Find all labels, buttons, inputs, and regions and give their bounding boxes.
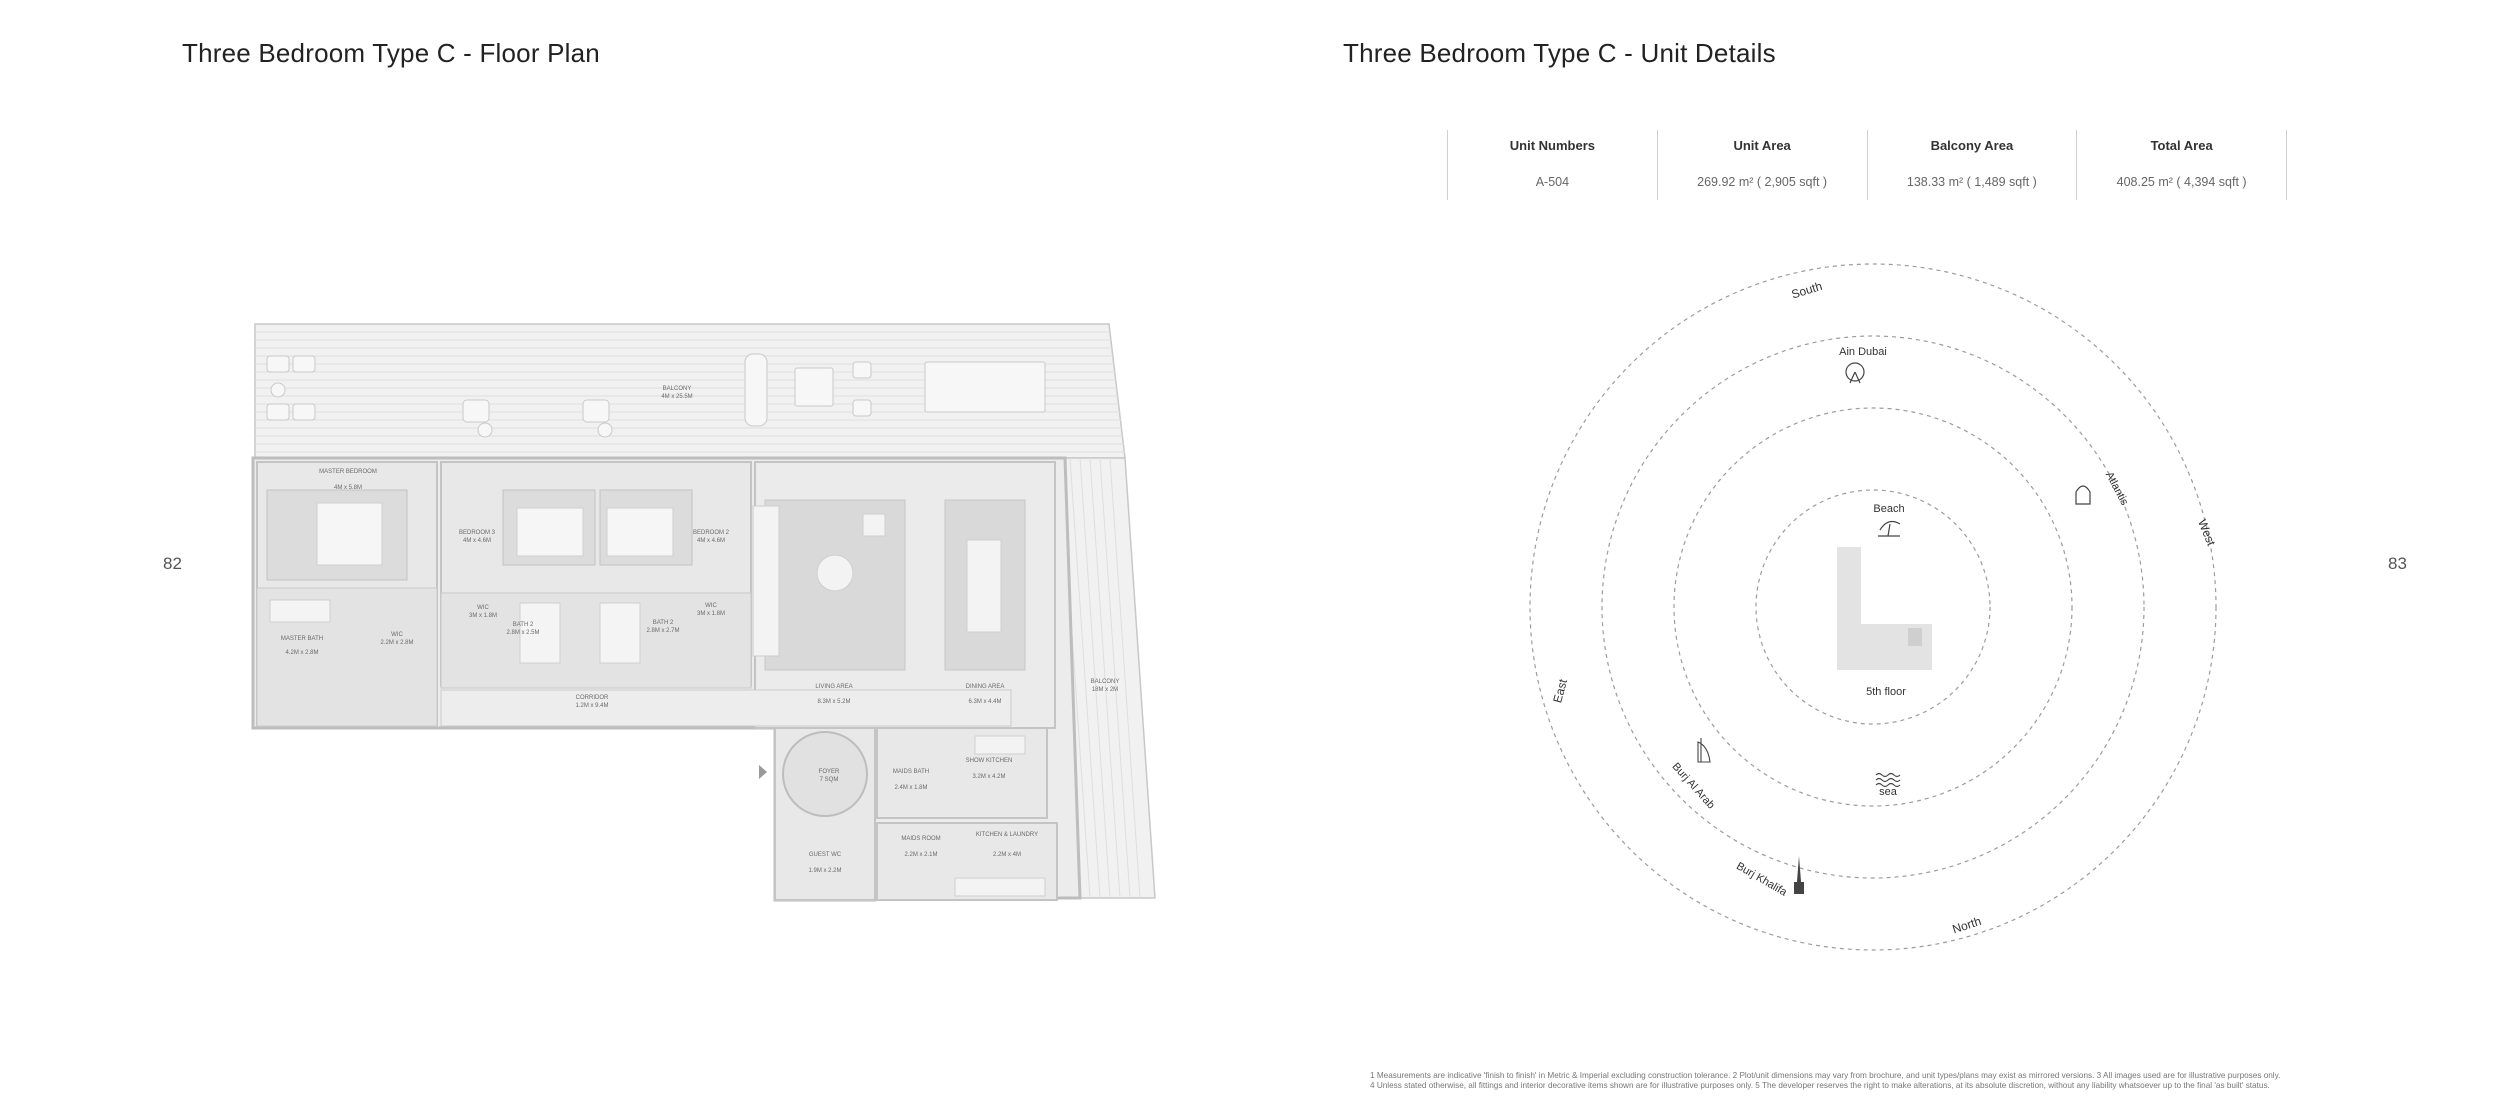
label-west: West [2195, 517, 2218, 548]
header-unit-numbers: Unit Numbers [1509, 138, 1595, 153]
label-burj-al-arab: Burj Al Arab [1670, 761, 1717, 812]
label-corridor: CORRIDOR [576, 695, 609, 701]
building-footprint [1837, 547, 1932, 670]
svg-text:3M x 1.8M: 3M x 1.8M [697, 611, 725, 617]
footnote-line-2: 4 Unless stated otherwise, all fittings … [1370, 1081, 2270, 1090]
beach-icon [1878, 520, 1901, 537]
page-number-left: 82 [163, 554, 182, 573]
label-master-bedroom: MASTER BEDROOM [319, 469, 377, 475]
unit-details-table: Unit Numbers A-504 Unit Area 269.92 m² (… [1447, 130, 2287, 200]
entry-arrow-icon [759, 765, 767, 779]
room-labels: BALCONY 4M x 25.5M MASTER BEDROOM 4M x 5… [281, 386, 1119, 874]
label-bedroom2: BEDROOM 2 [693, 530, 730, 536]
label-bath2-b: BATH 2 [653, 620, 674, 626]
label-wic-mid: WIC [477, 605, 489, 611]
column-total-area: Total Area 408.25 m² ( 4,394 sqft ) [2076, 130, 2287, 200]
label-show-kitchen: SHOW KITCHEN [966, 758, 1013, 764]
svg-text:2.2M x 2.8M: 2.2M x 2.8M [380, 640, 413, 646]
svg-text:2.2M x 4M: 2.2M x 4M [993, 852, 1021, 858]
atlantis-icon [2075, 485, 2091, 505]
label-beach: Beach [1873, 503, 1904, 515]
label-foyer: FOYER [819, 769, 840, 775]
label-wic-master: WIC [391, 632, 403, 638]
label-maids-room: MAIDS ROOM [901, 836, 940, 842]
svg-text:3.2M x 4.2M: 3.2M x 4.2M [972, 774, 1005, 780]
header-balcony-area: Balcony Area [1930, 138, 2014, 153]
label-balcony-top: BALCONY [663, 386, 692, 392]
label-guest-wc: GUEST WC [809, 852, 842, 858]
svg-text:2.2M x 2.1M: 2.2M x 2.1M [904, 852, 937, 858]
svg-text:7 SQM: 7 SQM [820, 777, 839, 783]
label-ain-dubai: Ain Dubai [1839, 346, 1887, 358]
label-north: North [1951, 914, 1983, 936]
svg-text:8.3M x 5.2M: 8.3M x 5.2M [817, 699, 850, 705]
svg-text:4M x 25.5M: 4M x 25.5M [661, 394, 692, 400]
label-master-bath: MASTER BATH [281, 636, 323, 642]
label-balcony-right: BALCONY [1091, 679, 1120, 685]
balcony-furniture [266, 353, 1046, 438]
svg-text:2.4M x 1.8M: 2.4M x 1.8M [894, 785, 927, 791]
sea-icon [1875, 772, 1901, 788]
label-kitchen-laundry: KITCHEN & LAUNDRY [976, 832, 1038, 838]
svg-text:4M x 5.8M: 4M x 5.8M [334, 485, 362, 491]
floor-plan-drawing: BALCONY 4M x 25.5M MASTER BEDROOM 4M x 5… [251, 323, 1156, 902]
label-bath2-a: BATH 2 [513, 622, 534, 628]
value-unit-area: 269.92 m² ( 2,905 sqft ) [1697, 175, 1828, 189]
svg-text:1.9M x 2.2M: 1.9M x 2.2M [808, 868, 841, 874]
svg-text:18M x 2M: 18M x 2M [1092, 687, 1118, 693]
orientation-rings [1529, 263, 2217, 951]
header-unit-area: Unit Area [1733, 138, 1791, 153]
orientation-diagram: South West East North Ain Dubai Atlantis… [1529, 263, 2218, 951]
label-sea: sea [1879, 786, 1898, 798]
label-dining: DINING AREA [966, 684, 1005, 690]
label-5th-floor: 5th floor [1866, 686, 1906, 698]
column-balcony-area: Balcony Area 138.33 m² ( 1,489 sqft ) [1866, 130, 2077, 200]
label-bedroom3: BEDROOM 3 [459, 530, 496, 536]
label-east: East [1550, 677, 1570, 704]
label-south: South [1790, 279, 1824, 302]
footnote-line-1: 1 Measurements are indicative 'finish to… [1370, 1071, 2281, 1080]
header-total-area: Total Area [2150, 138, 2213, 153]
svg-text:2.8M x 2.7M: 2.8M x 2.7M [646, 628, 679, 634]
svg-text:4M x 4.6M: 4M x 4.6M [697, 538, 725, 544]
value-total-area: 408.25 m² ( 4,394 sqft ) [2116, 175, 2247, 189]
floor-plan-title: Three Bedroom Type C - Floor Plan [182, 38, 600, 68]
burj-khalifa-icon [1794, 856, 1804, 894]
apartment-body [251, 456, 1082, 902]
column-unit-numbers: Unit Numbers A-504 [1447, 130, 1657, 200]
ain-dubai-icon [1845, 362, 1865, 384]
label-atlantis: Atlantis [2103, 470, 2131, 508]
unit-details-title: Three Bedroom Type C - Unit Details [1343, 38, 1776, 68]
value-balcony-area: 138.33 m² ( 1,489 sqft ) [1906, 175, 2037, 189]
label-maids-bath: MAIDS BATH [893, 769, 929, 775]
page-number-right: 83 [2388, 554, 2407, 573]
burj-al-arab-icon [1697, 738, 1711, 763]
svg-text:1.2M x 9.4M: 1.2M x 9.4M [575, 703, 608, 709]
label-burj-khalifa: Burj Khalifa [1734, 860, 1789, 899]
svg-text:3M x 1.8M: 3M x 1.8M [469, 613, 497, 619]
column-unit-area: Unit Area 269.92 m² ( 2,905 sqft ) [1656, 130, 1867, 200]
svg-text:2.8M x 2.5M: 2.8M x 2.5M [506, 630, 539, 636]
label-wic-right: WIC [705, 603, 717, 609]
svg-text:6.3M x 4.4M: 6.3M x 4.4M [968, 699, 1001, 705]
value-unit-numbers: A-504 [1535, 175, 1570, 189]
svg-text:4.2M x 2.8M: 4.2M x 2.8M [285, 650, 318, 656]
svg-text:4M x 4.6M: 4M x 4.6M [463, 538, 491, 544]
label-living: LIVING AREA [815, 684, 852, 690]
